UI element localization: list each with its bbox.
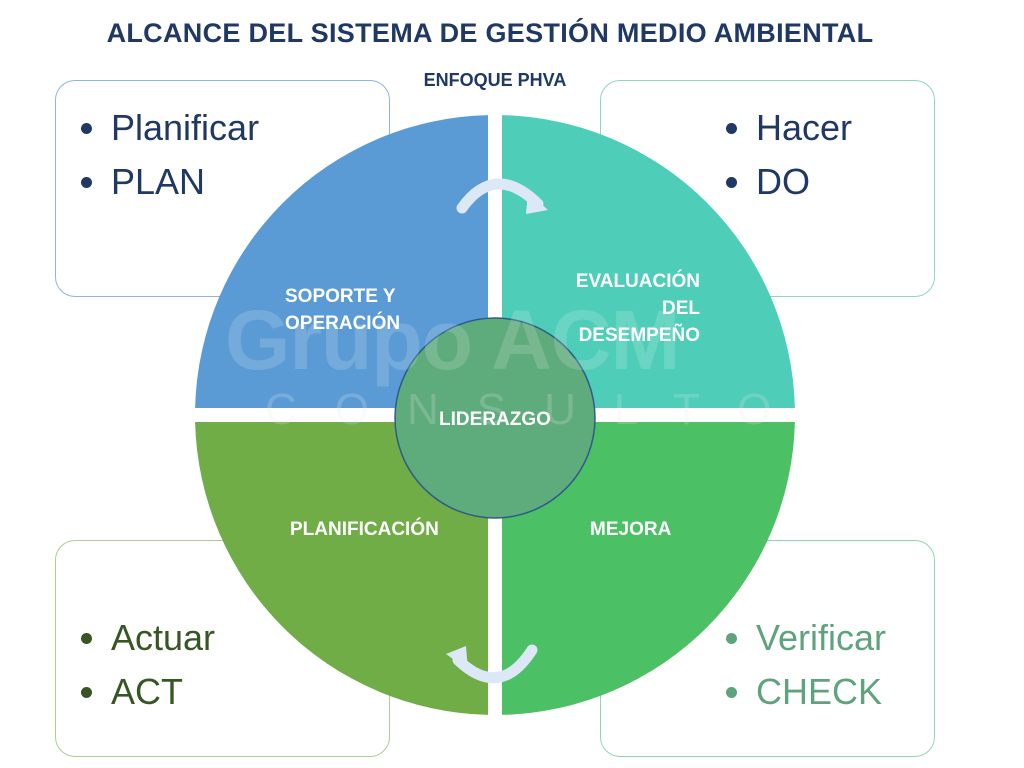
- check-item-es: Verificar: [726, 611, 886, 665]
- act-item-es: Actuar: [81, 611, 215, 665]
- label-liderazgo: LIDERAZGO: [439, 409, 551, 430]
- center-circle: [394, 317, 596, 519]
- plan-box: Planificar PLAN: [55, 80, 390, 297]
- arrow-bottom-head-icon: [446, 646, 468, 670]
- do-item-es: Hacer: [726, 101, 852, 155]
- diagram-subtitle: ENFOQUE PHVA: [423, 70, 567, 90]
- do-item-en: DO: [726, 155, 852, 209]
- label-planificacion: PLANIFICACIÓN: [290, 519, 439, 540]
- act-item-en: ACT: [81, 665, 215, 719]
- label-mejora: MEJORA: [590, 519, 672, 540]
- quadrant-bottom-left: [195, 422, 488, 715]
- check-item-en: CHECK: [726, 665, 886, 719]
- quadrant-top-right: [502, 115, 795, 408]
- quadrant-top-left: [195, 115, 488, 408]
- plan-item-es: Planificar: [81, 101, 259, 155]
- plan-item-en: PLAN: [81, 155, 259, 209]
- quadrant-bottom-right: [502, 422, 795, 715]
- arrow-top-head-icon: [526, 192, 548, 214]
- diagram-title: ALCANCE DEL SISTEMA DE GESTIÓN MEDIO AMB…: [106, 18, 874, 48]
